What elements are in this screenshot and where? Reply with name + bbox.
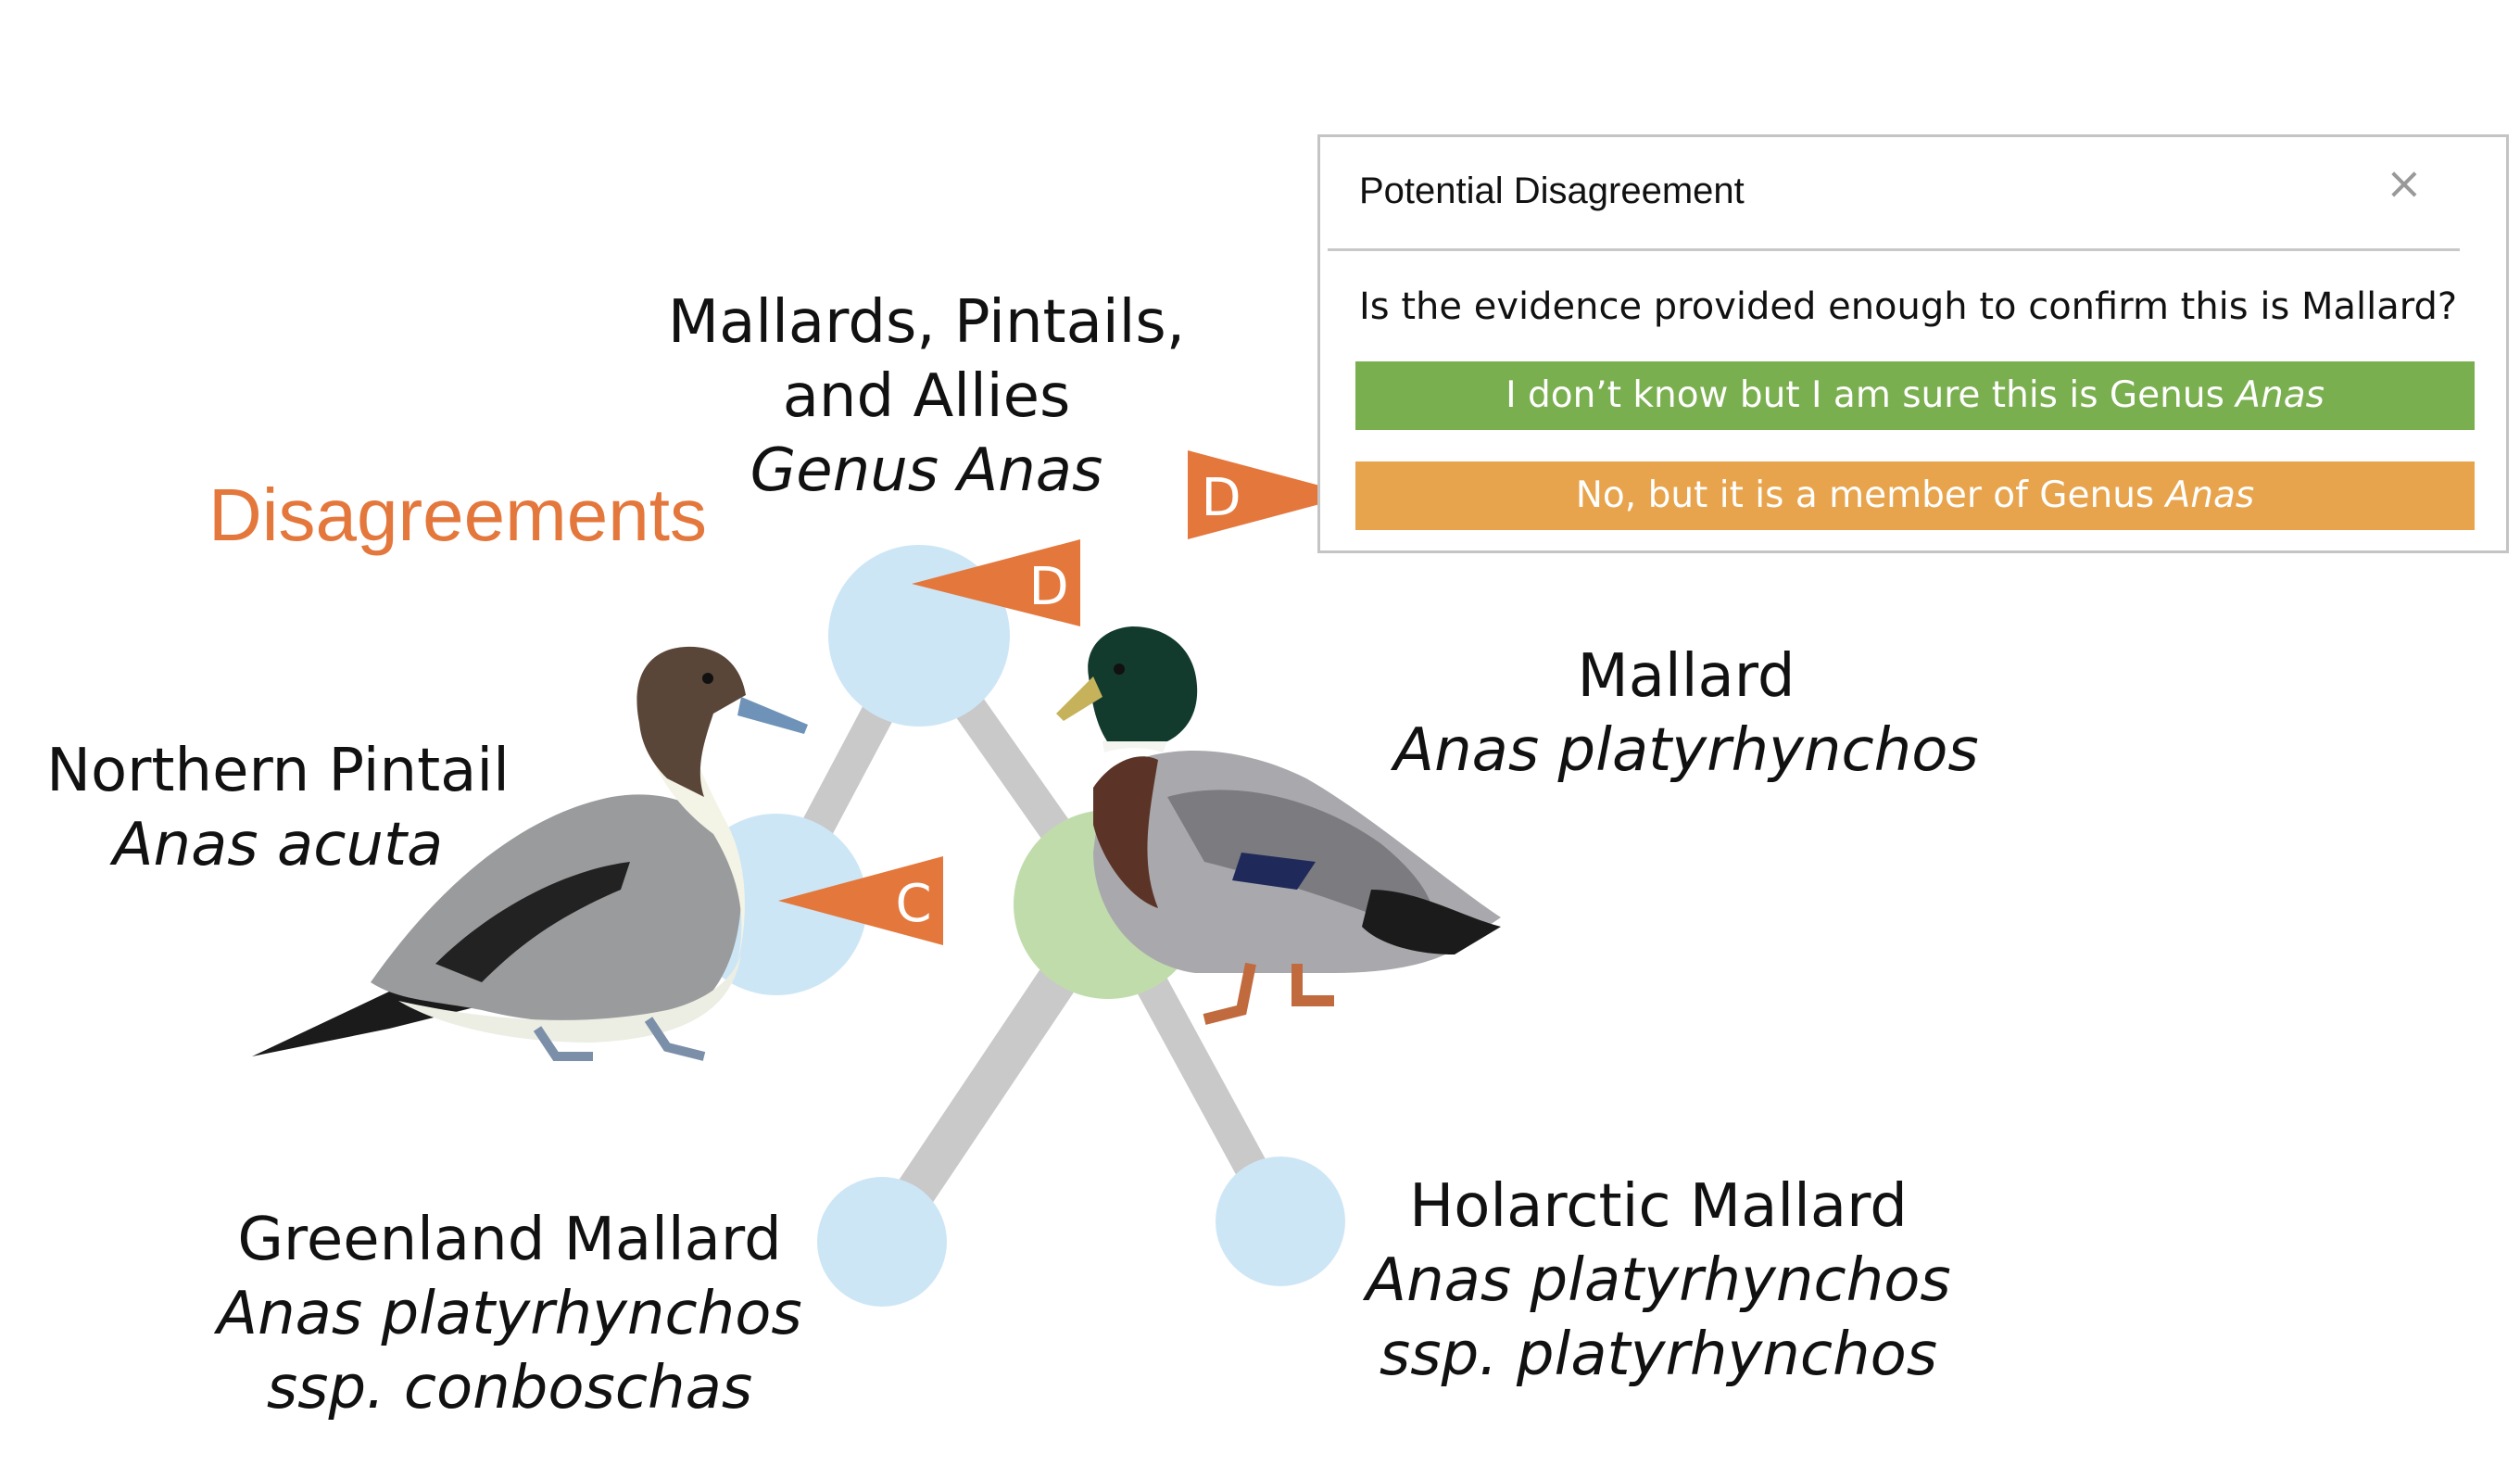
option-a-text: I don’t know but I am sure this is Genus xyxy=(1506,374,2236,416)
label-mallard-common: Mallard xyxy=(1577,642,1796,711)
northern-pintail-icon xyxy=(252,646,808,1061)
mallard-bill xyxy=(1056,676,1102,721)
label-mallard: Mallard Anas platyrhynchos xyxy=(1390,639,1983,788)
flag-genus[interactable]: D xyxy=(912,539,1080,626)
dialog-divider xyxy=(1328,248,2460,251)
label-genus-line1: Mallards, Pintails, xyxy=(667,288,1186,357)
dialog-question: Is the evidence provided enough to confi… xyxy=(1359,285,2458,328)
mallard-head xyxy=(1088,626,1198,741)
flag-pintail-shape xyxy=(778,856,943,945)
close-icon[interactable]: × xyxy=(2385,158,2423,209)
option-b-emph: Anas xyxy=(2165,474,2255,516)
label-greenland-common: Greenland Mallard xyxy=(237,1206,782,1274)
pintail-bill xyxy=(737,697,808,734)
label-genus-line2: and Allies xyxy=(782,362,1071,431)
flag-dialog: D xyxy=(1188,450,1354,539)
pintail-wing xyxy=(435,862,630,982)
label-greenland-sci1: Anas platyrhynchos xyxy=(217,1280,802,1348)
label-pintail-sci: Anas acuta xyxy=(112,811,444,879)
mallard-breast xyxy=(1093,756,1158,908)
label-holarctic-common: Holarctic Mallard xyxy=(1409,1172,1908,1241)
flag-dialog-letter: D xyxy=(1201,468,1241,528)
pintail-head xyxy=(636,646,746,797)
flag-genus-letter: D xyxy=(1028,557,1068,617)
node-holarctic[interactable] xyxy=(1216,1157,1345,1286)
mallard-feet xyxy=(1203,962,1334,1025)
label-genus-sci: Genus Anas xyxy=(750,436,1103,505)
pintail-belly xyxy=(398,954,741,1043)
label-holarctic-sci1: Anas platyrhynchos xyxy=(1366,1246,1951,1315)
option-unsure-genus-button[interactable]: I don’t know but I am sure this is Genus… xyxy=(1355,361,2475,430)
label-pintail-common: Northern Pintail xyxy=(46,737,510,805)
option-a-emph: Anas xyxy=(2236,374,2325,416)
mallard-speculum xyxy=(1232,853,1316,890)
label-holarctic: Holarctic Mallard Anas platyrhynchos ssp… xyxy=(1353,1169,1964,1392)
mallard-eye xyxy=(1114,664,1125,675)
mallard-tail xyxy=(1362,890,1501,954)
option-member-genus-button[interactable]: No, but it is a member of Genus Anas xyxy=(1355,461,2475,530)
page-title: Disagreements xyxy=(208,474,708,556)
label-greenland: Greenland Mallard Anas platyrhynchos ssp… xyxy=(213,1203,806,1425)
node-greenland[interactable] xyxy=(817,1177,947,1307)
label-genus: Mallards, Pintails, and Allies Genus Ana… xyxy=(667,285,1186,508)
flag-pintail-letter: C xyxy=(895,874,931,934)
option-b-text: No, but it is a member of Genus xyxy=(1575,474,2166,516)
flag-genus-shape xyxy=(912,539,1080,626)
potential-disagreement-dialog: Potential Disagreement × Is the evidence… xyxy=(1317,134,2509,553)
flag-dialog-shape xyxy=(1188,450,1354,539)
label-mallard-sci: Anas platyrhynchos xyxy=(1393,716,1979,785)
pintail-eye xyxy=(702,673,713,684)
mallard-drake-icon xyxy=(1056,626,1501,1025)
pintail-feet xyxy=(533,1017,706,1061)
label-greenland-sci2: ssp. conboschas xyxy=(266,1354,753,1422)
label-pintail: Northern Pintail Anas acuta xyxy=(37,734,519,882)
flag-pintail[interactable]: C xyxy=(778,856,943,945)
label-holarctic-sci2: ssp. platyrhynchos xyxy=(1379,1321,1938,1389)
dialog-title: Potential Disagreement xyxy=(1359,171,1745,211)
